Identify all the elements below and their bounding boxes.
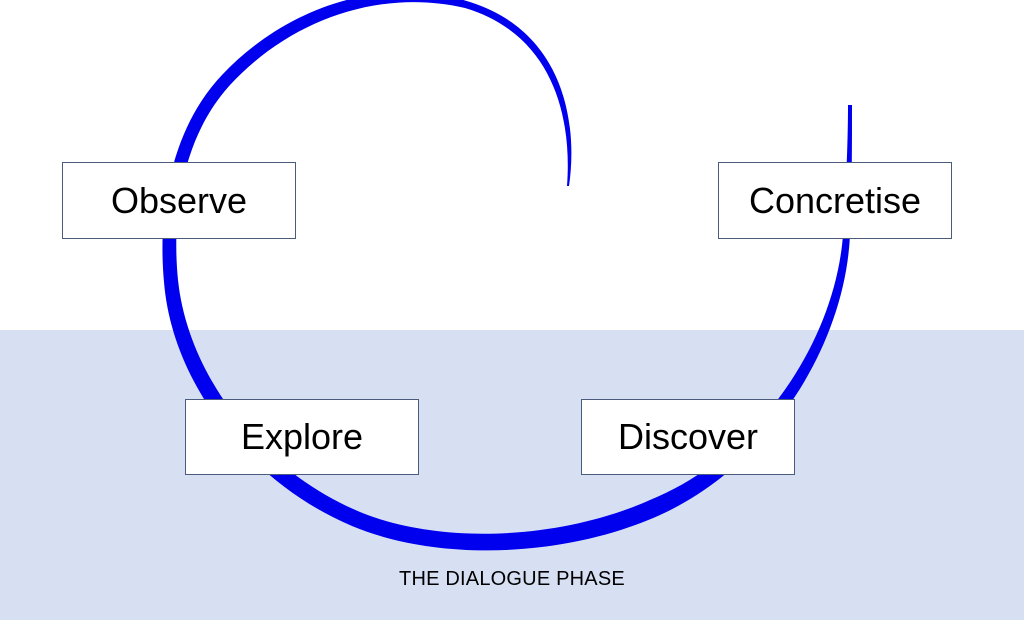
explore-step-box: Explore	[185, 399, 419, 475]
discover-label: Discover	[617, 416, 759, 457]
explore-label: Explore	[240, 416, 364, 457]
concretise-step-box: Concretise	[718, 162, 952, 239]
observe-label: Observe	[110, 179, 248, 221]
observe-step-box: Observe	[62, 162, 296, 239]
discover-step-box: Discover	[581, 399, 795, 475]
dialogue-phase-band	[0, 330, 1024, 620]
dialogue-phase-label: THE DIALOGUE PHASE	[399, 568, 625, 590]
concretise-label: Concretise	[748, 179, 922, 221]
